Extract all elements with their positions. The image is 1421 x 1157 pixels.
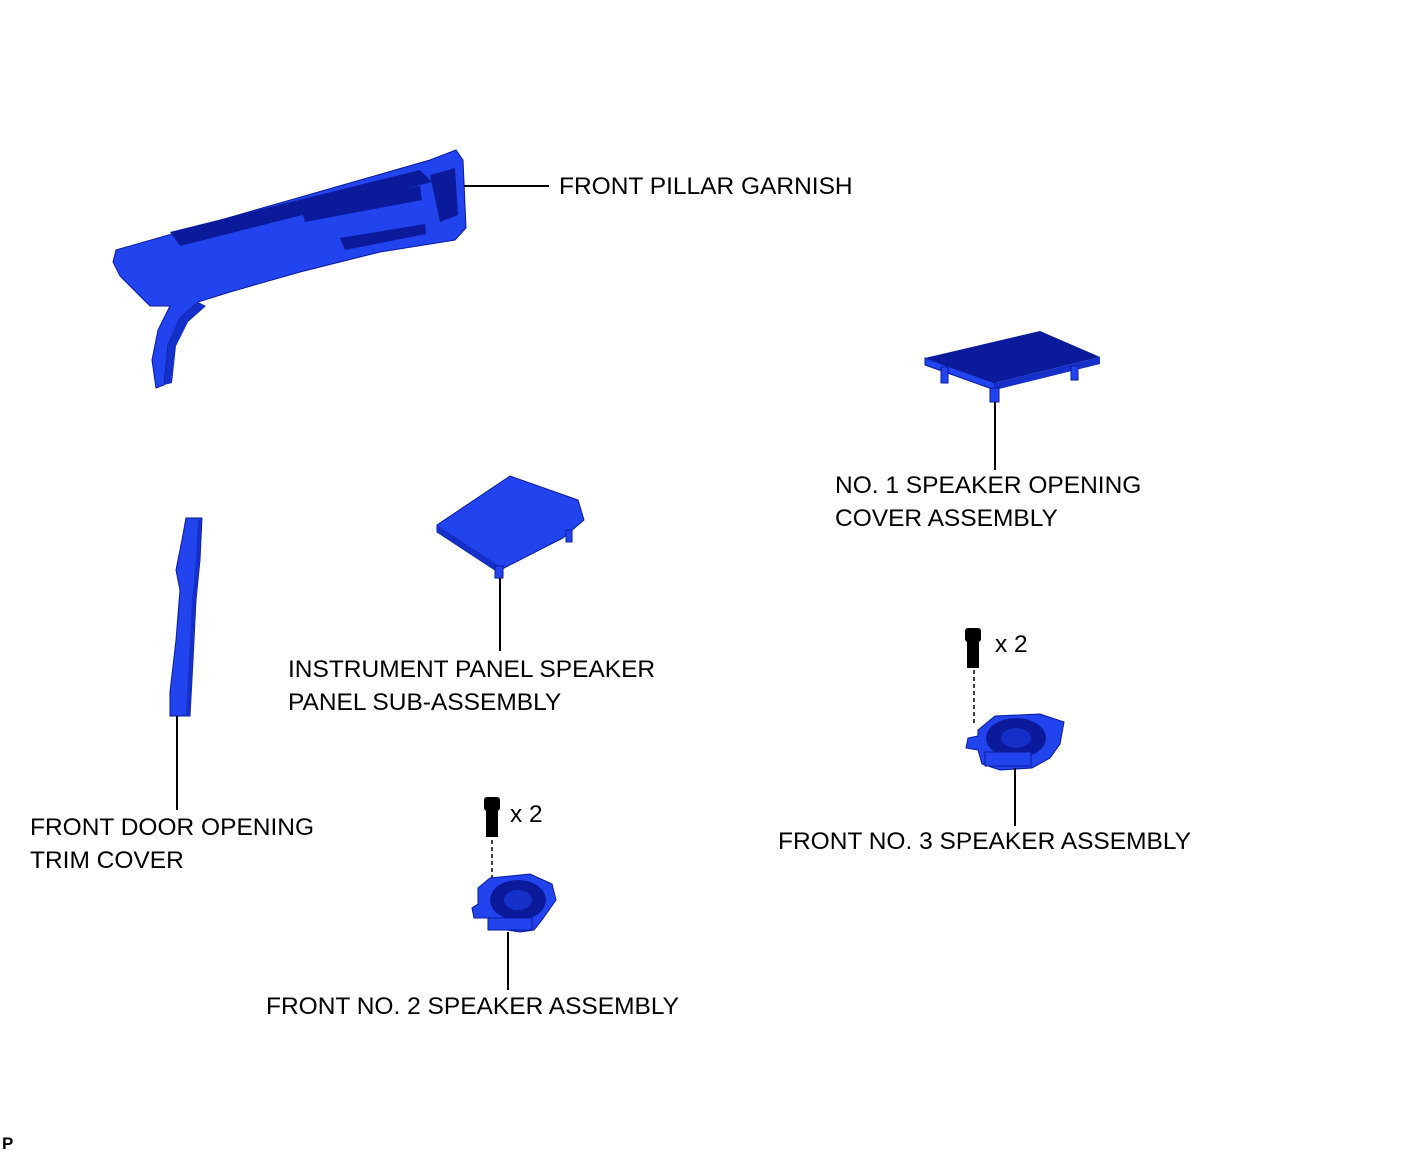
front-no2-speaker-screw-qty: x 2	[510, 801, 543, 828]
front-pillar-garnish-part	[112, 149, 467, 389]
no1-speaker-cover-label-line1: NO. 1 SPEAKER OPENING	[835, 472, 1142, 499]
front-no3-speaker-screw-qty: x 2	[995, 631, 1028, 658]
front-no3-speaker-label: FRONT NO. 3 SPEAKER ASSEMBLY	[778, 828, 1191, 855]
front-no2-speaker-label: FRONT NO. 2 SPEAKER ASSEMBLY	[266, 993, 679, 1020]
instrument-panel-speaker-panel-label-line2: PANEL SUB-ASSEMBLY	[288, 689, 562, 716]
front-no3-speaker-part	[965, 713, 1065, 771]
instrument-panel-speaker-panel-part	[436, 475, 585, 579]
front-no2-speaker-part	[471, 873, 557, 933]
no1-speaker-cover-label-line2: COVER ASSEMBLY	[835, 505, 1058, 532]
corner-mark: P	[2, 1134, 14, 1153]
front-door-opening-trim-cover-part	[169, 517, 203, 717]
front-no3-speaker-screw-icon	[965, 628, 981, 668]
no1-speaker-opening-cover-part	[924, 331, 1100, 403]
front-no2-speaker-screw-icon	[484, 797, 500, 837]
front-door-opening-trim-label-line2: TRIM COVER	[30, 847, 184, 874]
front-door-opening-trim-label-line1: FRONT DOOR OPENING	[30, 814, 315, 841]
front-pillar-garnish-label: FRONT PILLAR GARNISH	[559, 173, 853, 200]
instrument-panel-speaker-panel-label-line1: INSTRUMENT PANEL SPEAKER	[288, 656, 656, 683]
